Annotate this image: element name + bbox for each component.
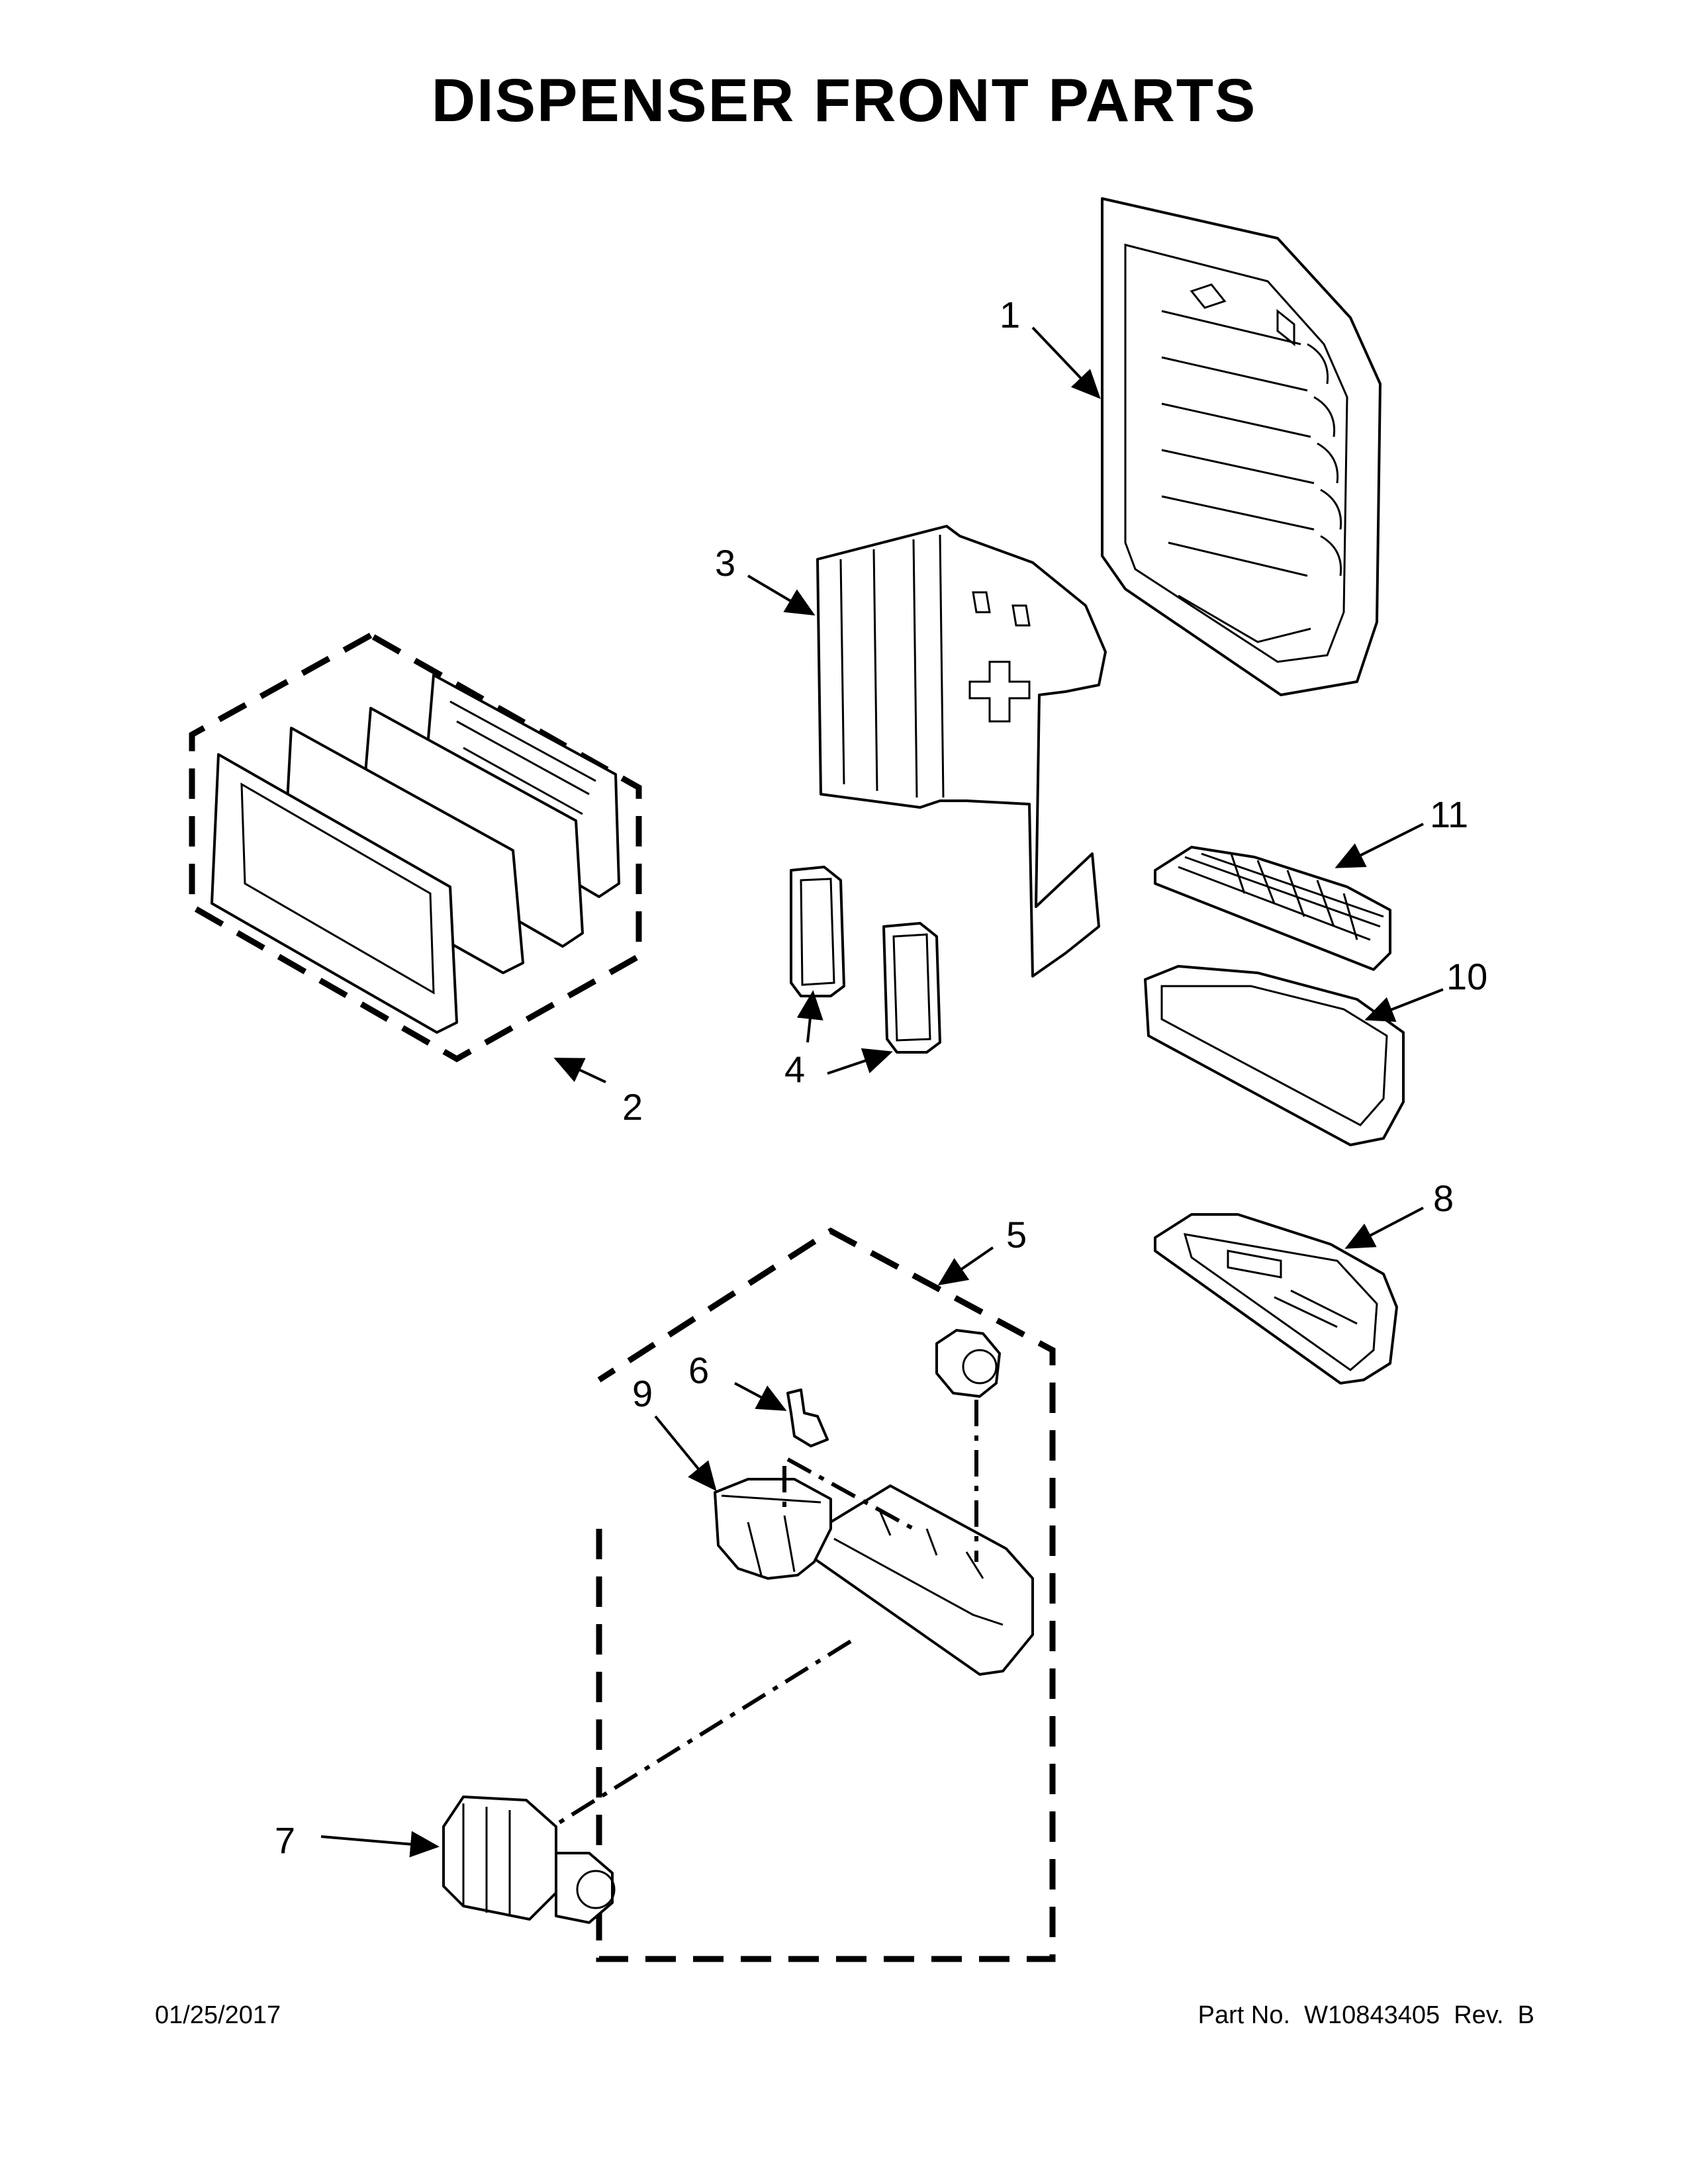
leader-9 [654,1415,717,1492]
alignment-line-5-to-7 [551,1639,852,1829]
callout-9: 9 [632,1373,653,1414]
leader-11 [1335,823,1424,868]
callout-8: 8 [1433,1177,1454,1219]
callout-2: 2 [622,1086,643,1128]
part-10-drip-tray [1144,965,1405,1146]
part-6-switch [786,1388,829,1447]
footer-part-number: Part No. W10843405 Rev. B [1197,2001,1534,2029]
callout-11: 11 [1430,794,1468,835]
callout-1: 1 [1000,294,1020,336]
leader-4b [827,1048,893,1075]
leader-10 [1364,988,1444,1023]
part-8-tray-support [1154,1213,1398,1385]
callout-7: 7 [275,1819,295,1861]
page-title: DISPENSER FRONT PARTS [431,67,1257,134]
leader-2 [553,1058,606,1083]
callout-3: 3 [715,542,735,584]
leader-5 [937,1246,994,1286]
part-4-pads [790,866,941,1054]
part-3-dispenser-liner [816,525,1107,978]
footer-date: 01/25/2017 [155,2001,281,2029]
leader-4a [796,990,823,1043]
leader-7 [320,1831,440,1858]
part-9-ice-chute [714,1478,832,1580]
part-2-control-assembly [189,631,642,1063]
callout-6: 6 [688,1349,709,1391]
part-5-actuator-assembly [596,1227,1056,1962]
leader-8 [1344,1206,1424,1249]
leader-1 [1031,326,1101,399]
part-11-drip-grille [1154,846,1391,971]
callout-10: 10 [1446,956,1487,997]
part-1-housing-frame [1101,197,1382,696]
callout-5: 5 [1006,1214,1027,1255]
callout-4: 4 [784,1048,805,1090]
alignment-line-9-to-5 [786,1457,915,1531]
part-7-motor-module [442,1796,616,1924]
leader-6 [734,1382,787,1411]
leader-3 [747,574,816,616]
